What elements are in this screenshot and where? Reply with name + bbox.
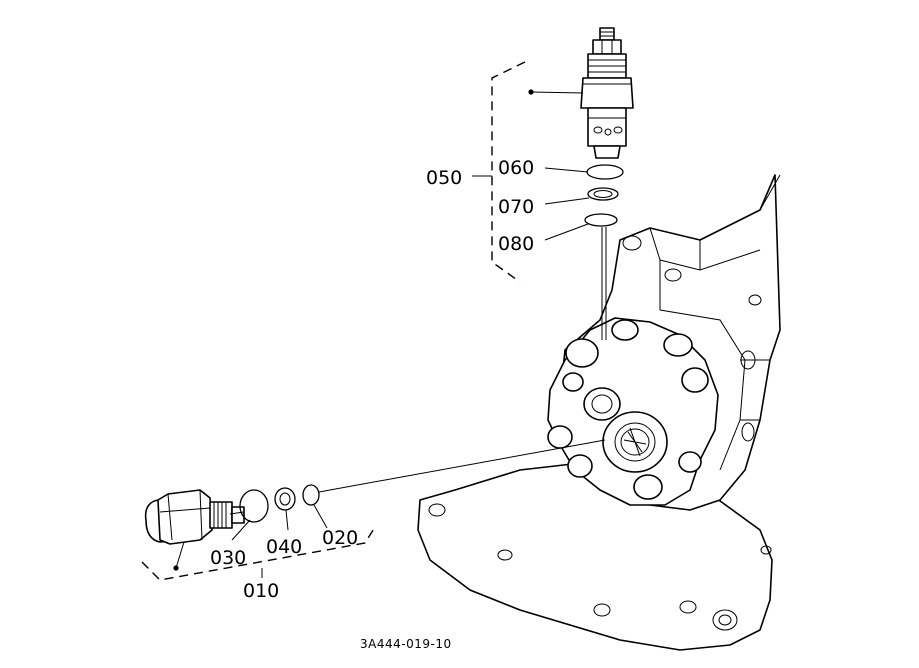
callout-080: 080	[498, 233, 534, 255]
relief-valve-lower	[144, 489, 245, 545]
callout-020: 020	[322, 527, 358, 549]
callout-050: 050	[426, 167, 462, 189]
assembly-axis-lower	[318, 439, 606, 493]
assembly-axis-lower-2	[229, 511, 245, 515]
leader-080	[544, 223, 589, 241]
callout-010: 010	[243, 580, 279, 602]
leader-070	[544, 197, 590, 205]
leader-040	[285, 509, 289, 531]
bracket-pointer-010	[175, 541, 185, 569]
callout-040: 040	[266, 536, 302, 558]
leader-020	[313, 504, 328, 529]
o-ring-080	[584, 213, 618, 227]
group-bracket-010	[141, 526, 376, 581]
callout-060: 060	[498, 157, 534, 179]
reference-number: 3A444-019-10	[360, 637, 452, 651]
leader-060	[544, 167, 589, 173]
relief-valve-upper	[580, 27, 634, 159]
o-ring-060	[586, 164, 624, 180]
backup-ring-070	[587, 187, 619, 201]
o-ring-020	[302, 484, 320, 506]
callout-070: 070	[498, 196, 534, 218]
callout-030: 030	[210, 547, 246, 569]
leader-030	[231, 519, 251, 541]
pump-housing	[417, 174, 781, 651]
bracket-pointer-050	[530, 91, 584, 94]
backup-ring-040	[274, 487, 296, 511]
group-bracket-050	[491, 61, 526, 283]
o-ring-030	[239, 489, 269, 523]
